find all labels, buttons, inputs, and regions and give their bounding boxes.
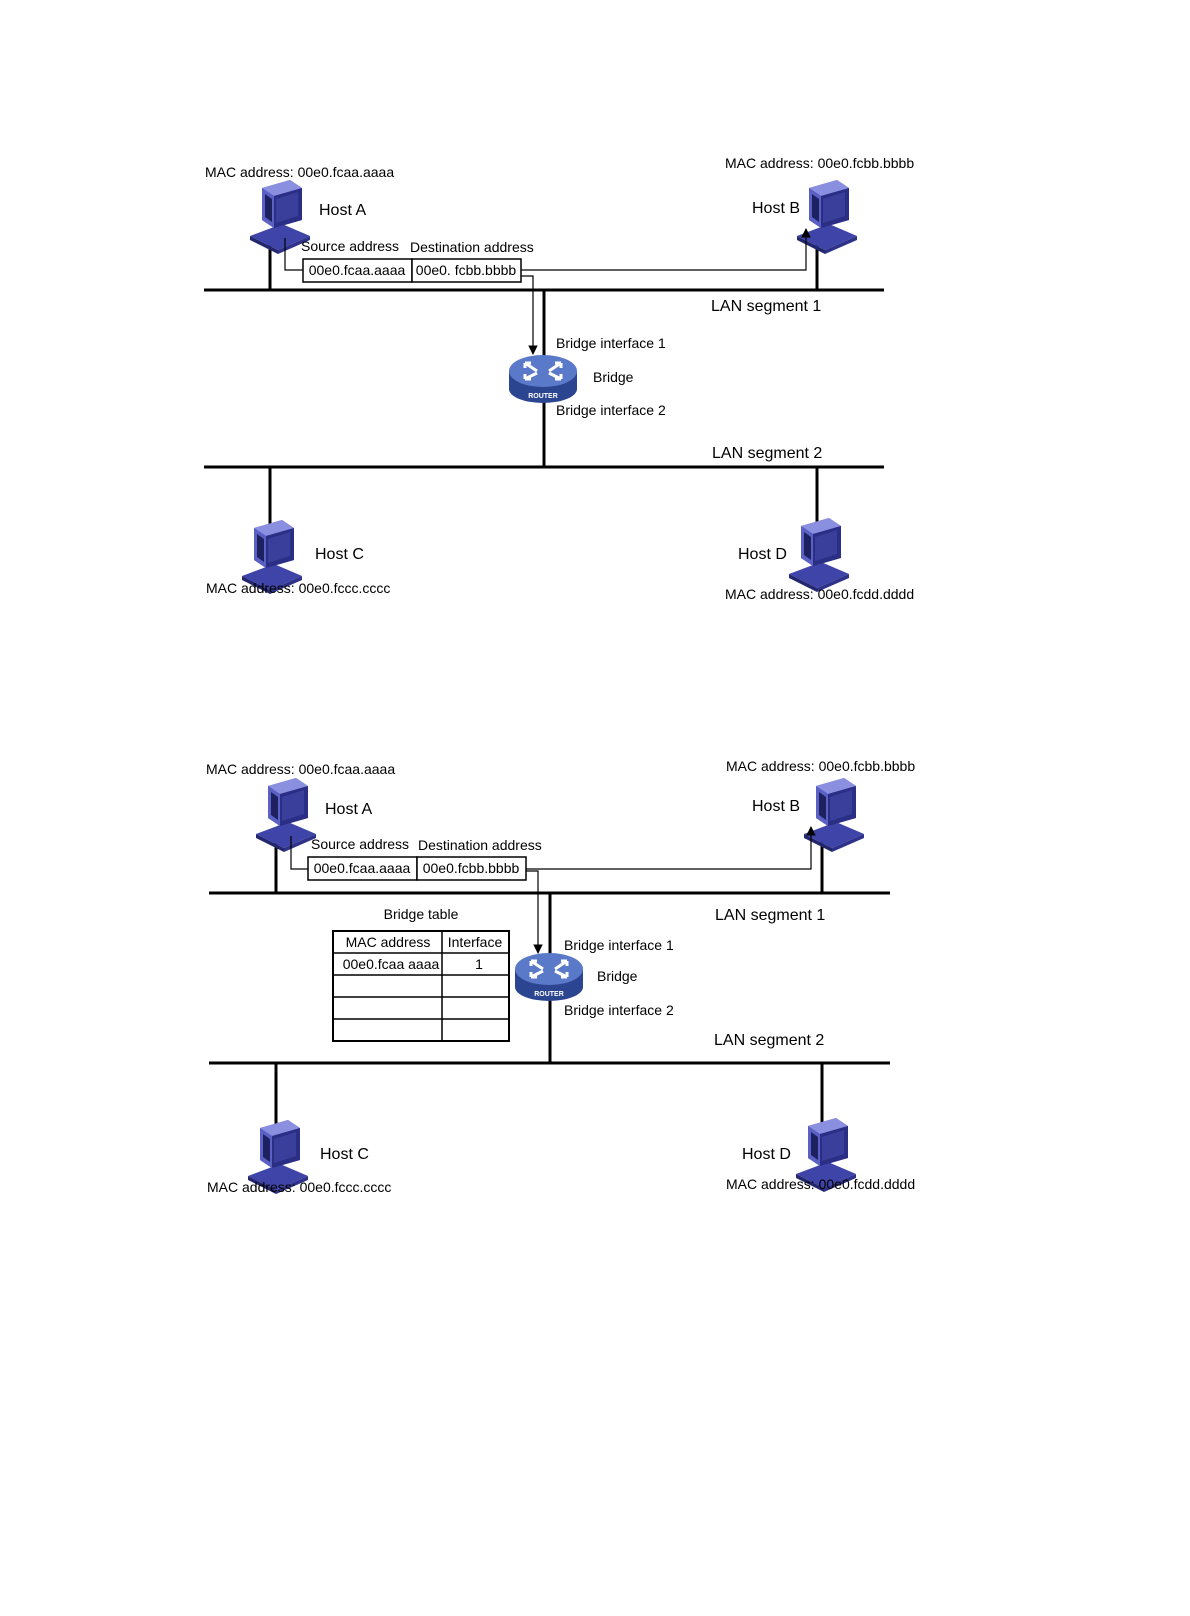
host-b-mac: MAC address: 00e0.fcbb.bbbb: [725, 155, 914, 171]
lan-segment-2-label: LAN segment 2: [712, 445, 822, 462]
host-d-mac: MAC address: 00e0.fcdd.dddd: [726, 1176, 915, 1192]
bridge-table-cell-mac: 00e0.fcaa aaaa: [343, 956, 440, 972]
host-a-mac: MAC address: 00e0.fcaa.aaaa: [206, 761, 395, 777]
host-c-mac: MAC address: 00e0.fccc.cccc: [206, 580, 390, 596]
frame-destination-label: Destination address: [418, 837, 542, 853]
bridge-label: Bridge: [597, 968, 638, 984]
lan-segment-1-label: LAN segment 1: [711, 298, 821, 315]
host-a-name: Host A: [319, 202, 366, 219]
host-d-mac: MAC address: 00e0.fcdd.dddd: [725, 586, 914, 602]
host-d-computer-icon: [789, 518, 849, 592]
host-d-name: Host D: [738, 546, 787, 563]
host-b-name: Host B: [752, 200, 800, 217]
frame-to-bridge-arrow: [526, 870, 543, 954]
diagram-1: ROUTER MAC address: 00e0.fcaa.aaaa MAC a…: [204, 155, 914, 602]
frame-destination-value: 00e0. fcbb.bbbb: [416, 262, 517, 278]
frame-source-value: 00e0.fcaa.aaaa: [314, 860, 411, 876]
bridge-table-header-mac: MAC address: [346, 934, 431, 950]
bridge-interface-2-label: Bridge interface 2: [556, 402, 666, 418]
frame-to-host-b-arrow: [526, 826, 816, 870]
host-a-to-frame-line: [284, 238, 303, 271]
bridge-table-header-interface: Interface: [448, 934, 503, 950]
lan-segment-1-label: LAN segment 1: [715, 907, 825, 924]
bridge-table-cell-interface: 1: [475, 956, 483, 972]
bridge-interface-1-label: Bridge interface 1: [556, 335, 666, 351]
frame-to-host-b-arrow: [521, 228, 811, 271]
host-b-computer-icon: [804, 778, 864, 852]
frame-destination-label: Destination address: [410, 239, 534, 255]
host-d-name: Host D: [742, 1146, 791, 1163]
bridge-table-frame: [332, 930, 510, 1042]
frame-source-value: 00e0.fcaa.aaaa: [309, 262, 406, 278]
host-a-to-frame-line: [290, 836, 308, 870]
frame-to-bridge-arrow: [521, 275, 538, 355]
host-c-name: Host C: [320, 1146, 369, 1163]
frame-source-label: Source address: [301, 238, 399, 254]
bridge-interface-2-label: Bridge interface 2: [564, 1002, 674, 1018]
host-a-name: Host A: [325, 801, 372, 818]
lan-segment-2-label: LAN segment 2: [714, 1032, 824, 1049]
frame-destination-value: 00e0.fcbb.bbbb: [423, 860, 520, 876]
host-c-mac: MAC address: 00e0.fccc.cccc: [207, 1179, 391, 1195]
host-a-computer-icon: [256, 778, 316, 852]
bridge-table: Bridge table MAC address Interface 00e0.…: [332, 906, 510, 1042]
host-c-name: Host C: [315, 546, 364, 563]
bridge-interface-1-label: Bridge interface 1: [564, 937, 674, 953]
bridge-label: Bridge: [593, 369, 634, 385]
host-a-mac: MAC address: 00e0.fcaa.aaaa: [205, 164, 394, 180]
host-b-name: Host B: [752, 798, 800, 815]
bridge-table-title: Bridge table: [384, 906, 459, 922]
diagram-2: ROUTER MAC address: 00e0.fcaa.aaaa MAC a…: [206, 758, 915, 1195]
frame-source-label: Source address: [311, 836, 409, 852]
host-b-mac: MAC address: 00e0.fcbb.bbbb: [726, 758, 915, 774]
router-icon-text: ROUTER: [534, 991, 564, 998]
router-icon-text: ROUTER: [528, 393, 558, 400]
